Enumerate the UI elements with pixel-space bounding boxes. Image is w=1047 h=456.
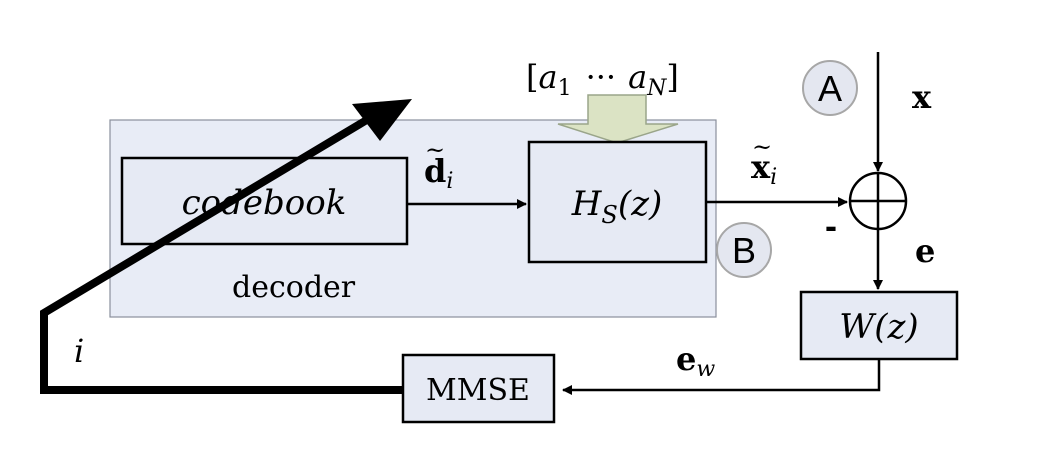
index-label: i: [74, 332, 84, 370]
synthesized-signal-label: xi ~: [751, 133, 777, 190]
weighted-error-path: [562, 359, 881, 395]
svg-text:~: ~: [425, 136, 445, 164]
weighted-error-label: ew: [676, 340, 715, 382]
mmse-label: MMSE: [426, 373, 530, 408]
decoder-label: decoder: [232, 270, 356, 305]
circle-plus-icon: [848, 171, 908, 231]
marker-a: A: [802, 60, 858, 116]
svg-text:xi: xi: [751, 148, 777, 190]
synthesis-filter-label: HS(z): [571, 184, 663, 229]
weighting-filter-label: W(z): [839, 307, 918, 347]
mmse-block: [401, 353, 556, 424]
svg-text:ew: ew: [676, 340, 715, 382]
index-feedback-arrowhead: [352, 99, 412, 141]
index-feedback-path: [40, 114, 403, 394]
minus-sign: -: [825, 205, 837, 246]
svg-text:~: ~: [752, 133, 772, 161]
weighting-filter-block: [799, 290, 959, 361]
codeword-label: di ~: [424, 136, 453, 194]
codebook-block: [120, 156, 409, 246]
svg-text:B: B: [732, 230, 756, 271]
coefficient-vector-label: [a1···aN]: [526, 58, 679, 101]
svg-text:di: di: [424, 152, 453, 194]
coefficient-input-arrow: [557, 94, 679, 144]
svg-text:A: A: [818, 68, 842, 109]
svg-text:[a1···aN]: [a1···aN]: [526, 58, 679, 101]
marker-b: B: [716, 222, 772, 278]
error-signal-label: e: [915, 232, 935, 270]
input-signal-label: x: [912, 78, 932, 116]
